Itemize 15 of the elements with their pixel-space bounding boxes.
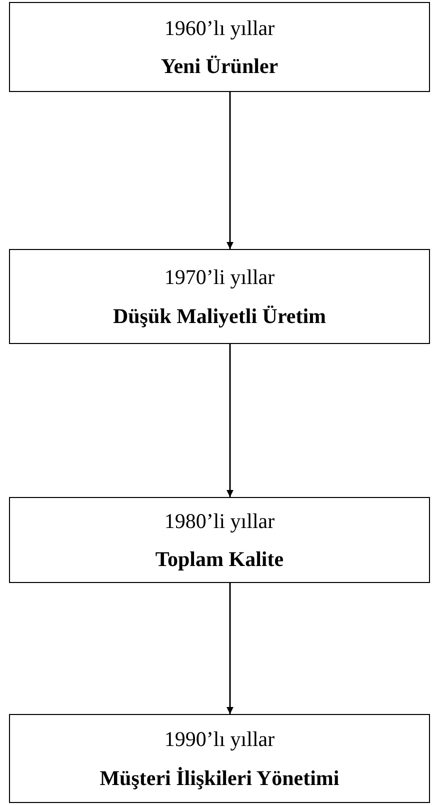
decade-label: 1960’lı yıllar bbox=[164, 16, 275, 40]
decade-label: 1990’lı yıllar bbox=[164, 727, 275, 752]
focus-title: Yeni Ürünler bbox=[160, 54, 278, 78]
process-box bbox=[9, 714, 430, 803]
decade-label: 1970’li yıllar bbox=[164, 265, 275, 290]
focus-title: Müşteri İlişkileri Yönetimi bbox=[100, 766, 340, 790]
arrow bbox=[226, 583, 234, 714]
process-box bbox=[9, 249, 430, 344]
process-box bbox=[9, 2, 430, 92]
arrow bbox=[226, 92, 234, 249]
focus-title: Düşük Maliyetli Üretim bbox=[112, 304, 326, 328]
arrow bbox=[226, 344, 234, 497]
decade-label: 1980’li yıllar bbox=[164, 508, 275, 533]
process-box bbox=[9, 497, 430, 583]
focus-title: Toplam Kalite bbox=[155, 547, 284, 572]
